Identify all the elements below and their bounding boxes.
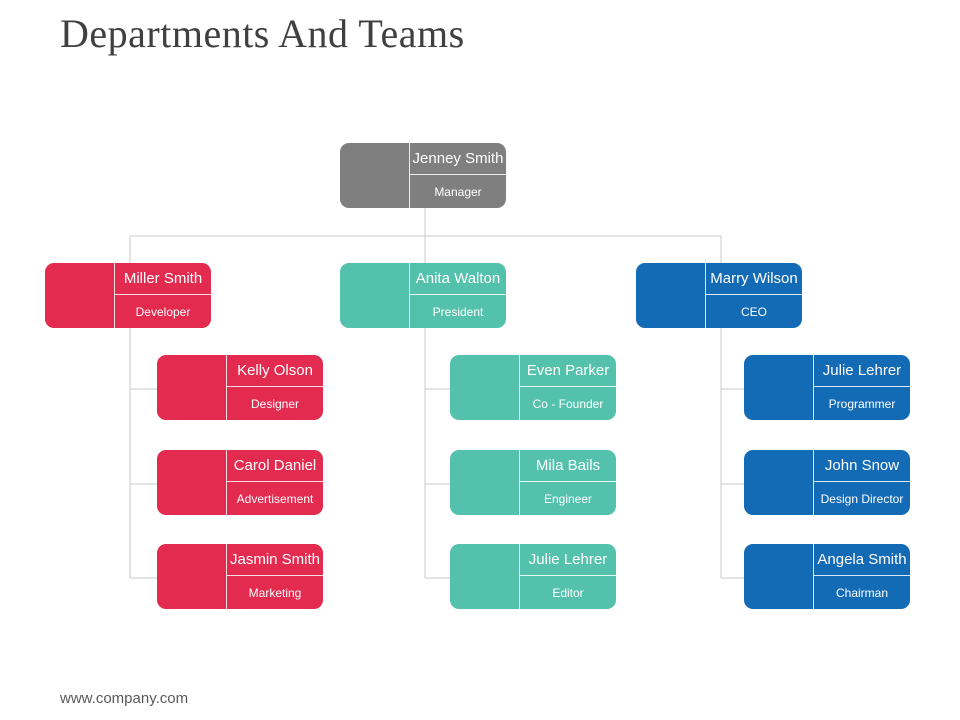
photo-placeholder xyxy=(157,544,225,609)
card-role: Editor xyxy=(552,585,584,600)
org-card-member-2-1: John Snow Design Director xyxy=(744,450,910,515)
card-role: Engineer xyxy=(543,491,593,506)
photo-placeholder xyxy=(450,355,518,420)
card-name: Julie Lehrer xyxy=(520,544,616,576)
org-card-member-1-2: Julie Lehrer Editor xyxy=(450,544,616,609)
card-name: Kelly Olson xyxy=(227,355,323,387)
org-card-head-0: Miller Smith Developer xyxy=(45,263,211,328)
org-card-member-1-1: Mila Bails Engineer xyxy=(450,450,616,515)
photo-placeholder xyxy=(744,544,812,609)
card-role: Developer xyxy=(135,304,191,319)
photo-placeholder xyxy=(157,355,225,420)
card-name: Even Parker xyxy=(520,355,616,387)
card-role: Programmer xyxy=(828,396,896,411)
org-card-member-1-0: Even Parker Co - Founder xyxy=(450,355,616,420)
photo-placeholder xyxy=(744,355,812,420)
card-role: Advertisement xyxy=(236,491,314,506)
card-name: Anita Walton xyxy=(410,263,506,295)
org-card-member-2-0: Julie Lehrer Programmer xyxy=(744,355,910,420)
org-card-member-0-1: Carol Daniel Advertisement xyxy=(157,450,323,515)
photo-placeholder xyxy=(157,450,225,515)
card-name: Carol Daniel xyxy=(227,450,323,482)
photo-placeholder xyxy=(45,263,113,328)
photo-placeholder xyxy=(340,143,408,208)
photo-placeholder xyxy=(636,263,704,328)
card-name: Miller Smith xyxy=(115,263,211,295)
photo-placeholder xyxy=(340,263,408,328)
card-role: Chairman xyxy=(835,585,889,600)
card-name: John Snow xyxy=(814,450,910,482)
card-name: Mila Bails xyxy=(520,450,616,482)
card-role: Co - Founder xyxy=(532,396,604,411)
card-role: President xyxy=(432,304,484,319)
card-name: Jenney Smith xyxy=(410,143,506,175)
photo-placeholder xyxy=(744,450,812,515)
org-card-root: Jenney Smith Manager xyxy=(340,143,506,208)
org-card-member-0-2: Jasmin Smith Marketing xyxy=(157,544,323,609)
footer-url: www.company.com xyxy=(60,690,189,707)
page-title: Departments And Teams xyxy=(60,11,465,56)
card-role: CEO xyxy=(740,304,767,319)
card-name: Marry Wilson xyxy=(706,263,802,295)
org-card-head-2: Marry Wilson CEO xyxy=(636,263,802,328)
photo-placeholder xyxy=(450,450,518,515)
org-card-member-2-2: Angela Smith Chairman xyxy=(744,544,910,609)
photo-placeholder xyxy=(450,544,518,609)
card-role: Manager xyxy=(434,184,482,199)
card-name: Julie Lehrer xyxy=(814,355,910,387)
card-role: Marketing xyxy=(248,585,302,600)
card-name: Jasmin Smith xyxy=(227,544,323,576)
card-role: Design Director xyxy=(820,491,904,506)
org-card-head-1: Anita Walton President xyxy=(340,263,506,328)
card-role: Designer xyxy=(250,396,300,411)
org-card-member-0-0: Kelly Olson Designer xyxy=(157,355,323,420)
card-name: Angela Smith xyxy=(814,544,910,576)
